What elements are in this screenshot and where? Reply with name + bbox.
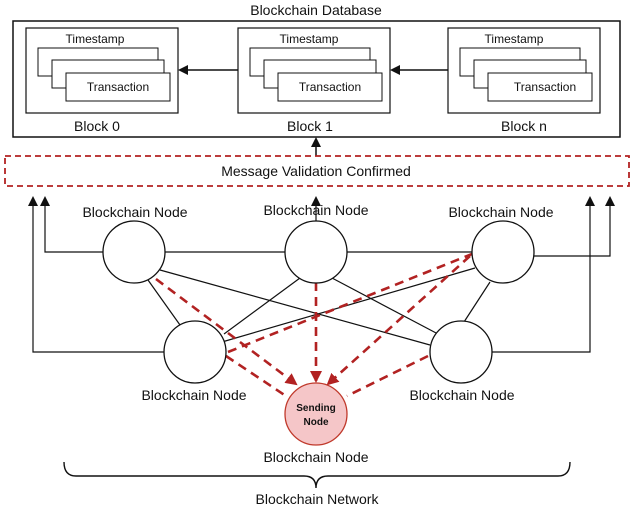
block-1: Timestamp Transaction (237, 27, 391, 114)
dashed-message-paths (155, 252, 473, 398)
block-0-transaction: Transaction (87, 80, 149, 94)
node-bottom-left-label: Blockchain Node (141, 387, 246, 403)
sending-node-line2: Node (304, 417, 329, 428)
validation-label: Message Validation Confirmed (221, 163, 411, 179)
block-0-timestamp: Timestamp (66, 32, 125, 46)
block-0-label: Block 0 (74, 118, 120, 134)
block-n-transaction: Transaction (514, 80, 576, 94)
block-1-timestamp: Timestamp (280, 32, 339, 46)
sending-node-label: Blockchain Node (263, 449, 368, 465)
block-n-label: Block n (501, 118, 547, 134)
block-0: Timestamp Transaction (25, 27, 179, 114)
node-bottom-right (429, 320, 493, 384)
block-1-transaction: Transaction (299, 80, 361, 94)
node-top-right (471, 220, 535, 284)
node-top-center (284, 220, 348, 284)
node-top-left-label: Blockchain Node (82, 204, 187, 220)
block-n-timestamp: Timestamp (485, 32, 544, 46)
validation-box (4, 155, 630, 187)
block-1-label: Block 1 (287, 118, 333, 134)
network-label: Blockchain Network (256, 491, 380, 507)
node-top-right-label: Blockchain Node (448, 204, 553, 220)
network-brace (63, 461, 571, 489)
sending-node-line1: Sending (296, 403, 335, 414)
block-n: Timestamp Transaction (447, 27, 601, 114)
node-top-center-label: Blockchain Node (263, 202, 368, 218)
node-bottom-right-label: Blockchain Node (409, 387, 514, 403)
sending-node (284, 382, 348, 446)
node-bottom-left (163, 320, 227, 384)
network-edges (147, 251, 491, 346)
node-top-left (102, 220, 166, 284)
outer-connections (28, 196, 615, 353)
database-title: Blockchain Database (250, 2, 382, 18)
